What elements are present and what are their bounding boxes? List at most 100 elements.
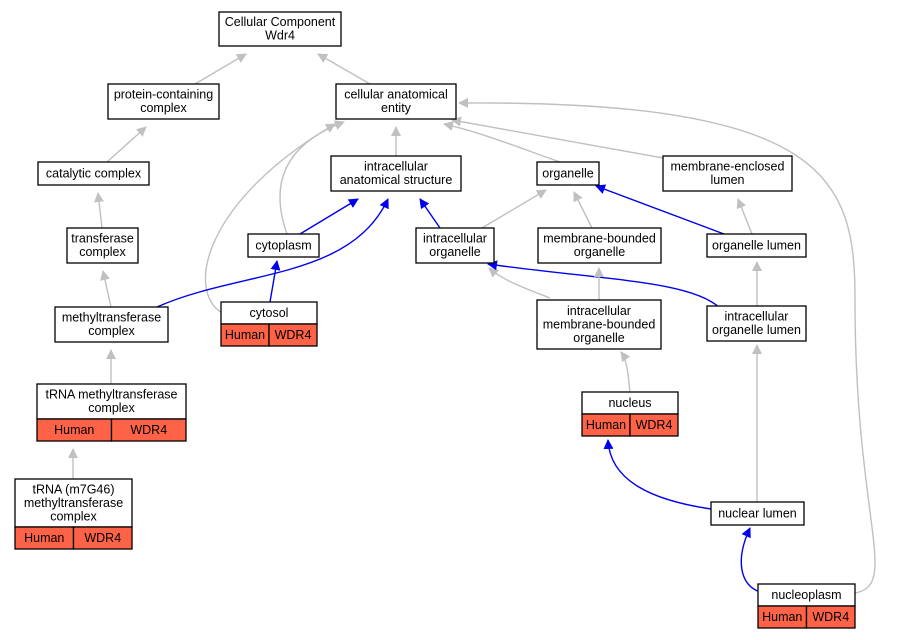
node-label-line: methyltransferase <box>24 496 123 510</box>
node-label-line: nucleus <box>608 396 651 410</box>
node-label-line: organelle <box>542 166 593 180</box>
edge-membrane-bounded-organelle-to-organelle <box>573 191 593 229</box>
node-box <box>66 227 139 264</box>
edge-organelle-lumen-to-organelle <box>595 184 725 235</box>
node-label-line: tRNA (m7G46) <box>33 482 115 496</box>
node-label-line: anatomical structure <box>340 173 453 187</box>
edge-intracellular-organelle-lumen-to-intracellular-organelle <box>487 260 721 309</box>
node-label-line: cellular anatomical <box>344 88 448 102</box>
node-label-line: organelle lumen <box>712 238 801 252</box>
node-box <box>706 305 807 342</box>
node-label-line: nuclear lumen <box>718 506 797 520</box>
node-box <box>54 306 169 343</box>
node-label-line: Wdr4 <box>265 29 295 43</box>
annotation-gene-label: WDR4 <box>812 610 849 624</box>
annotation-gene-cell <box>268 323 318 347</box>
node-box <box>662 155 793 192</box>
node-label-line: catalytic complex <box>46 166 142 180</box>
node-label-line: organelle <box>574 245 625 259</box>
node-catalytic-complex[interactable]: catalytic complex <box>37 161 150 186</box>
annotation-gene-label: WDR4 <box>275 328 312 342</box>
node-label-line: organelle <box>573 331 624 345</box>
node-label-line: protein-containing <box>114 88 213 102</box>
edge-nucleoplasm-to-cellular-anatomical-entity <box>458 97 876 594</box>
edge-intracellular-membrane-bounded-organelle-to-intracellular-organelle <box>488 267 551 299</box>
node-label-line: intracellular <box>725 310 789 324</box>
edge-membrane-enclosed-lumen-to-cellular-anatomical-entity <box>451 116 664 159</box>
edge-nuclear-lumen-to-nucleus <box>603 439 712 510</box>
annotation-gene-label: WDR4 <box>84 531 121 545</box>
edge-catalytic-complex-to-protein-containing-complex <box>106 126 147 163</box>
node-label-line: complex <box>88 324 135 338</box>
edge-cellular-anatomical-entity-to-root <box>317 53 371 85</box>
annotation-species-label: Human <box>225 328 265 342</box>
annotation-species-label: Human <box>586 418 626 432</box>
node-box <box>37 161 150 186</box>
edge-protein-containing-complex-to-root <box>194 53 247 85</box>
edge-cytosol-to-cytoplasm <box>269 260 281 303</box>
node-box <box>710 501 805 526</box>
node-box <box>218 11 342 47</box>
node-cytoplasm[interactable]: cytoplasm <box>247 233 320 258</box>
annotation-species-label: Human <box>762 610 802 624</box>
edge-layer <box>68 53 876 594</box>
node-organelle-lumen[interactable]: organelle lumen <box>706 233 807 258</box>
node-label-line: complex <box>88 401 135 415</box>
edge-nucleoplasm-to-nuclear-lumen <box>740 527 761 593</box>
node-box <box>14 478 133 528</box>
node-label-line: cytosol <box>250 306 289 320</box>
node-box <box>330 155 462 192</box>
edge-cytosol-to-cellular-anatomical-entity <box>204 123 336 314</box>
node-label-line: complex <box>50 509 97 523</box>
node-trna-m7g46-methyltransferase-complex[interactable]: tRNA (m7G46)methyltransferasecomplexHuma… <box>14 478 133 550</box>
node-label-line: intracellular <box>567 304 631 318</box>
node-label-line: organelle <box>429 245 480 259</box>
node-label-line: cytoplasm <box>255 238 311 252</box>
annotation-species-label: Human <box>24 531 64 545</box>
annotation-gene-cell <box>110 418 187 442</box>
node-label-line: nucleoplasm <box>771 588 841 602</box>
annotation-gene-cell <box>805 605 856 629</box>
node-label-line: organelle lumen <box>712 323 801 337</box>
edge-intracellular-organelle-to-organelle <box>481 189 547 229</box>
edge-cytoplasm-to-intracellular-anatomical-structure <box>299 198 359 235</box>
node-label-line: methyltransferase <box>62 311 161 325</box>
edge-nucleus-to-intracellular-membrane-bounded-organelle <box>620 351 631 393</box>
node-organelle[interactable]: organelle <box>536 161 600 186</box>
node-label-line: membrane-enclosed <box>671 160 785 174</box>
node-box <box>415 227 495 264</box>
node-label-line: intracellular <box>364 160 428 174</box>
edge-methyltransferase-complex-to-intracellular-anatomical-structure <box>156 198 389 308</box>
annotation-gene-cell <box>629 413 679 437</box>
node-nuclear-lumen[interactable]: nuclear lumen <box>710 501 805 526</box>
node-box <box>706 233 807 258</box>
node-label-line: complex <box>79 245 126 259</box>
node-box <box>335 83 457 120</box>
node-box <box>536 161 600 186</box>
node-box <box>536 299 662 350</box>
node-label-line: lumen <box>710 173 744 187</box>
edge-methyltransferase-complex-to-transferase-complex <box>100 270 112 308</box>
node-box <box>36 383 187 420</box>
annotation-gene-cell <box>72 526 133 550</box>
node-label-line: tRNA methyltransferase <box>46 388 178 402</box>
annotation-species-label: Human <box>54 423 94 437</box>
node-label-line: complex <box>140 101 187 115</box>
